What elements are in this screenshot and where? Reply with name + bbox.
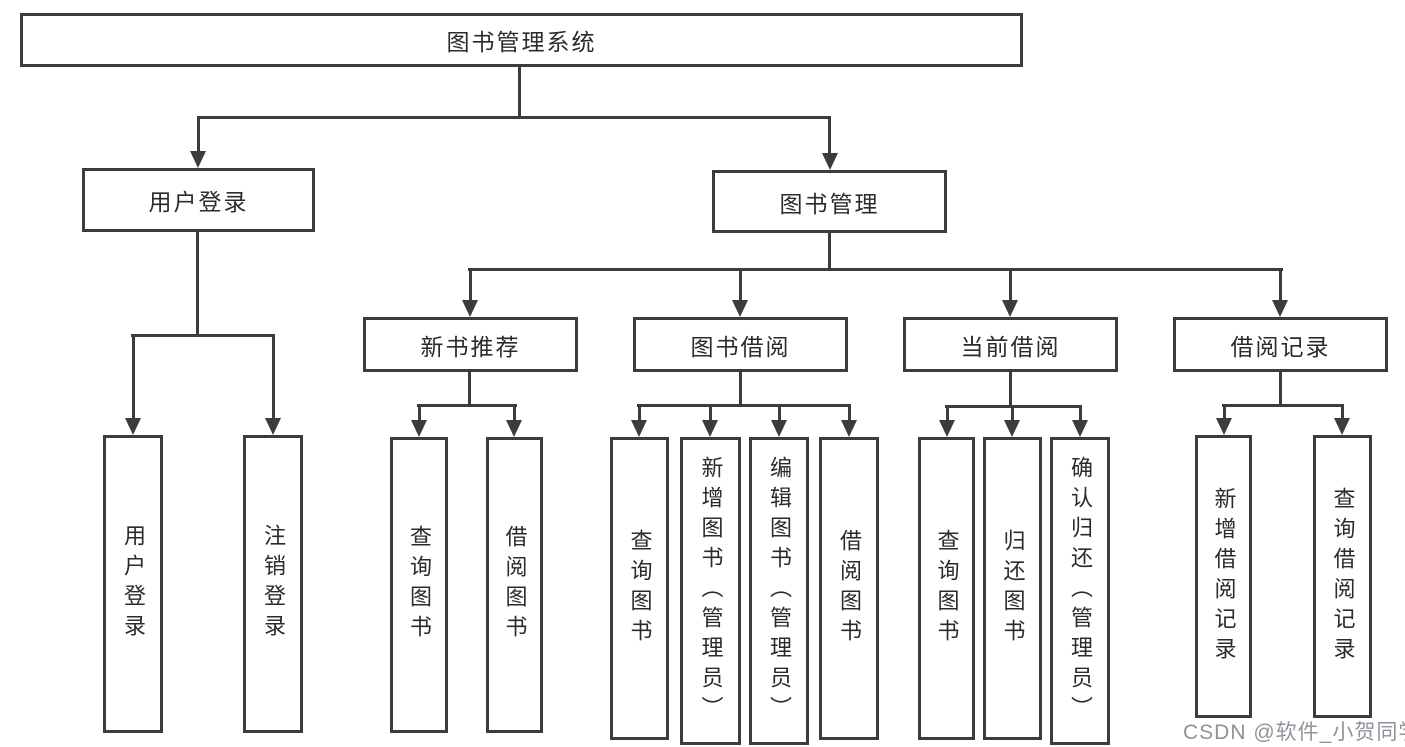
connector-line [1222, 404, 1344, 407]
leaf-label: 注销登录 [261, 524, 286, 644]
connector-line [197, 116, 200, 154]
leaf-label: 确认归还（管理员） [1068, 456, 1093, 726]
node-book-borrowing: 图书借阅 [633, 317, 848, 372]
connector-line [272, 334, 275, 421]
leaf-label: 查询图书 [934, 528, 960, 649]
arrow-down-icon [462, 300, 478, 317]
node-label: 用户登录 [148, 189, 249, 215]
leaf-edit-books-admin: 编辑图书（管理员） [749, 437, 809, 745]
leaf-add-books-admin: 新增图书（管理员） [680, 437, 741, 745]
node-library-management-system: 图书管理系统 [20, 13, 1023, 67]
connector-line [709, 404, 712, 424]
connector-line [518, 67, 521, 119]
arrow-down-icon [939, 420, 955, 437]
connector-line [417, 404, 517, 407]
connector-line [469, 268, 472, 302]
connector-line [468, 268, 1283, 271]
connector-line [1279, 268, 1282, 302]
connector-line [468, 370, 471, 406]
connector-line [828, 116, 831, 154]
leaf-return-books: 归还图书 [983, 437, 1042, 740]
leaf-label: 借阅图书 [502, 525, 528, 645]
leaf-confirm-return-admin: 确认归还（管理员） [1050, 437, 1110, 745]
node-book-management: 图书管理 [712, 170, 947, 233]
leaf-query-books: 查询图书 [918, 437, 975, 740]
leaf-borrow-books: 借阅图书 [486, 437, 543, 733]
connector-line [739, 268, 742, 302]
arrow-down-icon [1002, 300, 1018, 317]
node-user-login: 用户登录 [82, 168, 315, 232]
connector-line [637, 404, 851, 407]
node-label: 新书推荐 [420, 333, 521, 360]
leaf-label: 借阅图书 [837, 528, 862, 649]
arrow-down-icon [1004, 420, 1020, 437]
csdn-watermark: CSDN @软件_小贺同学 [1183, 721, 1405, 744]
leaf-label: 查询借阅记录 [1330, 486, 1356, 667]
arrow-down-icon [732, 300, 748, 317]
leaf-query-books: 查询图书 [610, 437, 669, 740]
leaf-label: 新增借阅记录 [1211, 486, 1237, 667]
arrow-down-icon [190, 151, 206, 168]
connector-line [848, 404, 851, 424]
connector-line [132, 334, 135, 421]
leaf-query-books: 查询图书 [390, 437, 448, 733]
node-new-book-recommendation: 新书推荐 [363, 317, 578, 372]
arrow-down-icon [1072, 420, 1088, 437]
connector-line [1341, 404, 1344, 422]
leaf-label: 查询图书 [407, 525, 432, 645]
arrow-down-icon [1334, 418, 1350, 435]
connector-line [638, 404, 641, 424]
leaf-label: 查询图书 [627, 528, 653, 649]
arrow-down-icon [841, 420, 857, 437]
connector-line [418, 404, 421, 424]
connector-line [1009, 370, 1012, 407]
arrow-down-icon [411, 420, 427, 437]
connector-line [778, 404, 781, 424]
node-label: 当前借阅 [960, 333, 1061, 360]
connector-line [131, 334, 275, 337]
arrow-down-icon [265, 418, 281, 435]
connector-line [946, 405, 949, 424]
arrow-down-icon [631, 420, 647, 437]
connector-line [739, 370, 742, 406]
leaf-user-login: 用户登录 [103, 435, 163, 733]
connector-line [1009, 268, 1012, 302]
node-label: 图书借阅 [690, 333, 791, 360]
arrow-down-icon [702, 420, 718, 437]
connector-line [513, 404, 516, 424]
leaf-add-borrow-record: 新增借阅记录 [1195, 435, 1252, 718]
connector-line [1011, 405, 1014, 424]
node-label: 图书管理系统 [446, 29, 597, 55]
connector-line [828, 230, 831, 270]
leaf-label: 新增图书（管理员） [698, 456, 724, 726]
arrow-down-icon [506, 420, 522, 437]
arrow-down-icon [1272, 300, 1288, 317]
leaf-label: 编辑图书（管理员） [767, 456, 792, 726]
arrow-down-icon [1216, 418, 1232, 435]
arrow-down-icon [125, 418, 141, 435]
connector-line [1279, 370, 1282, 406]
connector-line [197, 116, 831, 119]
node-label: 图书管理 [779, 190, 880, 217]
leaf-label: 用户登录 [121, 524, 146, 644]
node-label: 借阅记录 [1230, 333, 1331, 360]
connector-line [196, 230, 199, 335]
leaf-query-borrow-record: 查询借阅记录 [1313, 435, 1372, 718]
node-current-borrowing: 当前借阅 [903, 317, 1118, 372]
connector-line [1223, 404, 1226, 422]
leaf-label: 归还图书 [1000, 528, 1026, 649]
connector-line [1079, 405, 1082, 424]
node-borrowing-records: 借阅记录 [1173, 317, 1388, 372]
leaf-logout: 注销登录 [243, 435, 303, 733]
arrow-down-icon [771, 420, 787, 437]
arrow-down-icon [822, 153, 838, 170]
leaf-borrow-books: 借阅图书 [819, 437, 879, 740]
